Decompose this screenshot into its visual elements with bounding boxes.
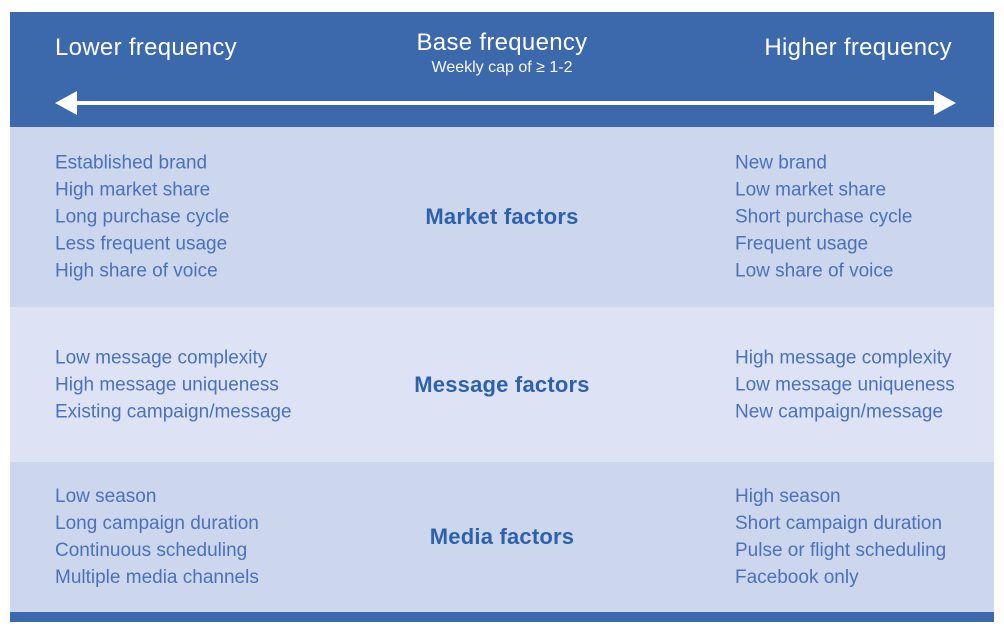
market-higher-list: New brand Low market share Short purchas… <box>735 150 912 285</box>
list-item: Low market share <box>735 179 887 201</box>
list-item: New campaign/message <box>735 401 944 422</box>
list-item: High market share <box>55 179 211 201</box>
list-item: High season <box>735 486 841 507</box>
list-item: Low message uniqueness <box>735 374 955 395</box>
media-factors-label-wrap: Media factors <box>10 524 994 550</box>
bottom-accent-bar <box>10 612 994 622</box>
list-item: New brand <box>735 152 827 174</box>
market-factors-label-wrap: Market factors <box>10 204 994 230</box>
arrow-left-head-icon <box>55 91 77 115</box>
media-factors-label: Media factors <box>429 524 575 549</box>
list-item: Long campaign duration <box>55 513 259 534</box>
list-item: Short purchase cycle <box>735 206 913 228</box>
message-higher-list: High message complexity Low message uniq… <box>735 344 955 425</box>
list-item: Low season <box>55 486 157 507</box>
market-lower-list: Established brand High market share Long… <box>55 150 229 285</box>
list-item: Low message complexity <box>55 347 268 368</box>
list-item: Low share of voice <box>735 260 894 282</box>
market-factors-label: Market factors <box>425 204 579 229</box>
list-item: Frequent usage <box>735 233 869 255</box>
media-lower-list: Low season Long campaign duration Contin… <box>55 483 259 591</box>
base-frequency-label: Base frequency <box>416 29 588 56</box>
message-factors-label-wrap: Message factors <box>10 372 994 398</box>
list-item: High message complexity <box>735 347 952 368</box>
base-frequency-block: Base frequency Weekly cap of ≥ 1-2 <box>10 29 994 77</box>
list-item: Long purchase cycle <box>55 206 230 228</box>
weekly-cap-label: Weekly cap of ≥ 1-2 <box>431 59 573 76</box>
higher-frequency-label: Higher frequency <box>764 34 952 61</box>
arrow-right-head-icon <box>934 91 956 115</box>
double-headed-arrow-icon <box>55 91 956 115</box>
list-item: Pulse or flight scheduling <box>735 540 947 561</box>
list-item: Less frequent usage <box>55 233 228 255</box>
list-item: Existing campaign/message <box>55 401 292 422</box>
list-item: High message uniqueness <box>55 374 279 395</box>
list-item: Multiple media channels <box>55 567 259 588</box>
list-item: High share of voice <box>55 260 218 282</box>
diagram-content: Lower frequency Base frequency Weekly ca… <box>10 12 994 622</box>
list-item: Facebook only <box>735 567 859 588</box>
lower-frequency-label: Lower frequency <box>55 34 237 61</box>
arrow-shaft <box>76 101 935 105</box>
row-message-factors: Low message complexity High message uniq… <box>10 307 994 462</box>
list-item: Short campaign duration <box>735 513 943 534</box>
media-higher-list: High season Short campaign duration Puls… <box>735 483 946 591</box>
frequency-axis-header: Lower frequency Base frequency Weekly ca… <box>10 12 994 127</box>
message-factors-label: Message factors <box>414 371 590 397</box>
row-market-factors: Established brand High market share Long… <box>10 127 994 307</box>
list-item: Established brand <box>55 152 208 174</box>
row-media-factors: Low season Long campaign duration Contin… <box>10 462 994 612</box>
list-item: Continuous scheduling <box>55 540 248 561</box>
message-lower-list: Low message complexity High message uniq… <box>55 344 292 425</box>
